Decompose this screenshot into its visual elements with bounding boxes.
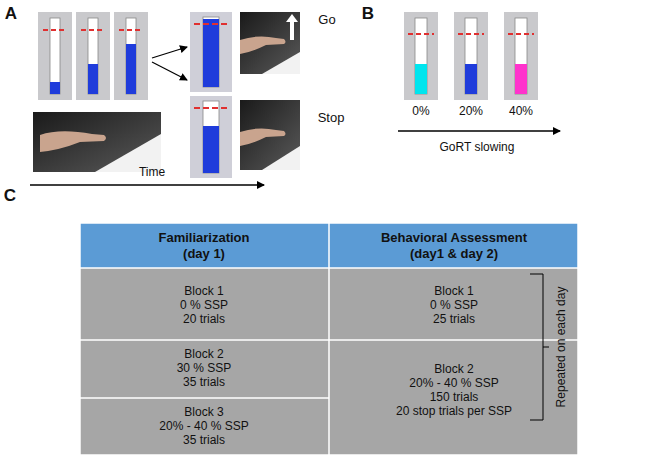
table-cell: 25 trials bbox=[433, 313, 475, 327]
table-cell: Block 2 bbox=[434, 363, 473, 377]
table-cell: 0 % SSP bbox=[180, 299, 228, 313]
percent-label: 40% bbox=[509, 105, 533, 119]
branch-arrow bbox=[152, 62, 187, 80]
percent-label: 0% bbox=[412, 105, 429, 119]
go-bar bbox=[190, 12, 232, 92]
panel-letter: B bbox=[362, 4, 374, 24]
bar-2 bbox=[76, 12, 110, 100]
time-arrow bbox=[30, 184, 264, 186]
hand-photo-stop bbox=[240, 100, 300, 170]
table bbox=[80, 223, 578, 455]
table-cell: 20 trials bbox=[183, 313, 225, 327]
table-cell: Block 1 bbox=[184, 285, 223, 299]
table-cell: 20% - 40 % SSP bbox=[159, 420, 248, 434]
percent-label: 20% bbox=[459, 105, 483, 119]
axis-label: Time bbox=[139, 166, 165, 180]
axis-label: GoRT slowing bbox=[440, 141, 515, 155]
table-cell: 0 % SSP bbox=[430, 299, 478, 313]
table-cell: 35 trials bbox=[183, 434, 225, 448]
bar-cyan bbox=[404, 12, 438, 100]
bar-3 bbox=[114, 12, 148, 100]
panel-letter: C bbox=[4, 186, 16, 206]
table-header: (day 1) bbox=[183, 247, 225, 262]
slowing-arrow bbox=[398, 130, 560, 132]
table-cell: Block 1 bbox=[434, 285, 473, 299]
table-cell: 20 stop trials per SSP bbox=[396, 405, 512, 419]
table-header: Behavioral Assessment bbox=[381, 231, 527, 246]
table-cell: Block 3 bbox=[184, 406, 223, 420]
table-cell: Block 2 bbox=[184, 348, 223, 362]
panel-letter: A bbox=[5, 4, 17, 24]
bar-1 bbox=[38, 12, 72, 100]
bracket bbox=[530, 274, 549, 420]
condition-label: Go bbox=[318, 13, 335, 28]
table-header: (day1 & day 2) bbox=[410, 247, 498, 262]
table-cell: 20% - 40 % SSP bbox=[409, 377, 498, 391]
stop-bar bbox=[190, 96, 232, 178]
table-header: Familiarization bbox=[158, 231, 249, 246]
table-cell: 35 trials bbox=[183, 376, 225, 390]
hand-photo-go bbox=[240, 12, 300, 74]
hand-photo bbox=[33, 112, 161, 172]
branch-arrow bbox=[152, 47, 187, 58]
bar-magenta bbox=[504, 12, 538, 100]
table-cell: 150 trials bbox=[430, 391, 479, 405]
bar-blue bbox=[454, 12, 488, 100]
bracket-label: Repeated on each day bbox=[555, 287, 569, 408]
condition-label: Stop bbox=[318, 111, 345, 126]
table-cell: 30 % SSP bbox=[177, 362, 232, 376]
